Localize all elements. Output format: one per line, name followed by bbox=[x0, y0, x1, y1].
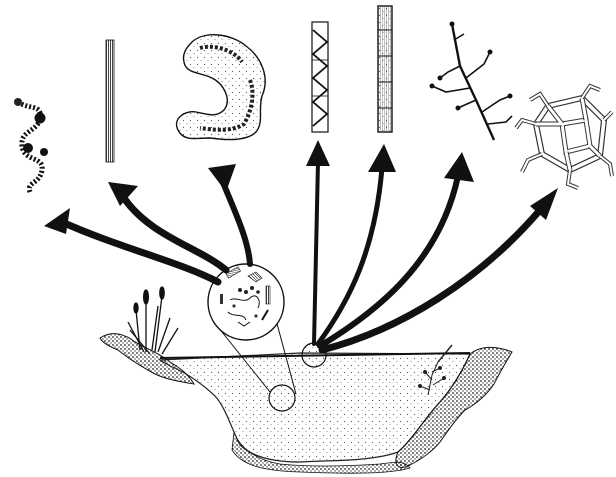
net-colony-organism bbox=[516, 86, 612, 188]
arrow-to-branched-filament bbox=[320, 176, 458, 346]
lobed-colony-organism bbox=[177, 35, 266, 140]
spiral-chloroplast-filament bbox=[312, 22, 328, 132]
magnified-sample-circle bbox=[208, 264, 284, 340]
arrow-to-lobed-colony bbox=[222, 180, 250, 264]
branched-filament bbox=[430, 22, 512, 140]
thin-filament-organism bbox=[106, 40, 114, 162]
arrowheads bbox=[44, 140, 558, 234]
sample-circle-water-column bbox=[269, 385, 295, 411]
arrow-to-thin-filament bbox=[124, 198, 226, 270]
banded-filament bbox=[378, 6, 392, 132]
chain-colony-organism bbox=[14, 98, 48, 192]
arrow-to-spiral-filament bbox=[314, 162, 318, 344]
arrow-to-banded-filament bbox=[318, 168, 382, 344]
